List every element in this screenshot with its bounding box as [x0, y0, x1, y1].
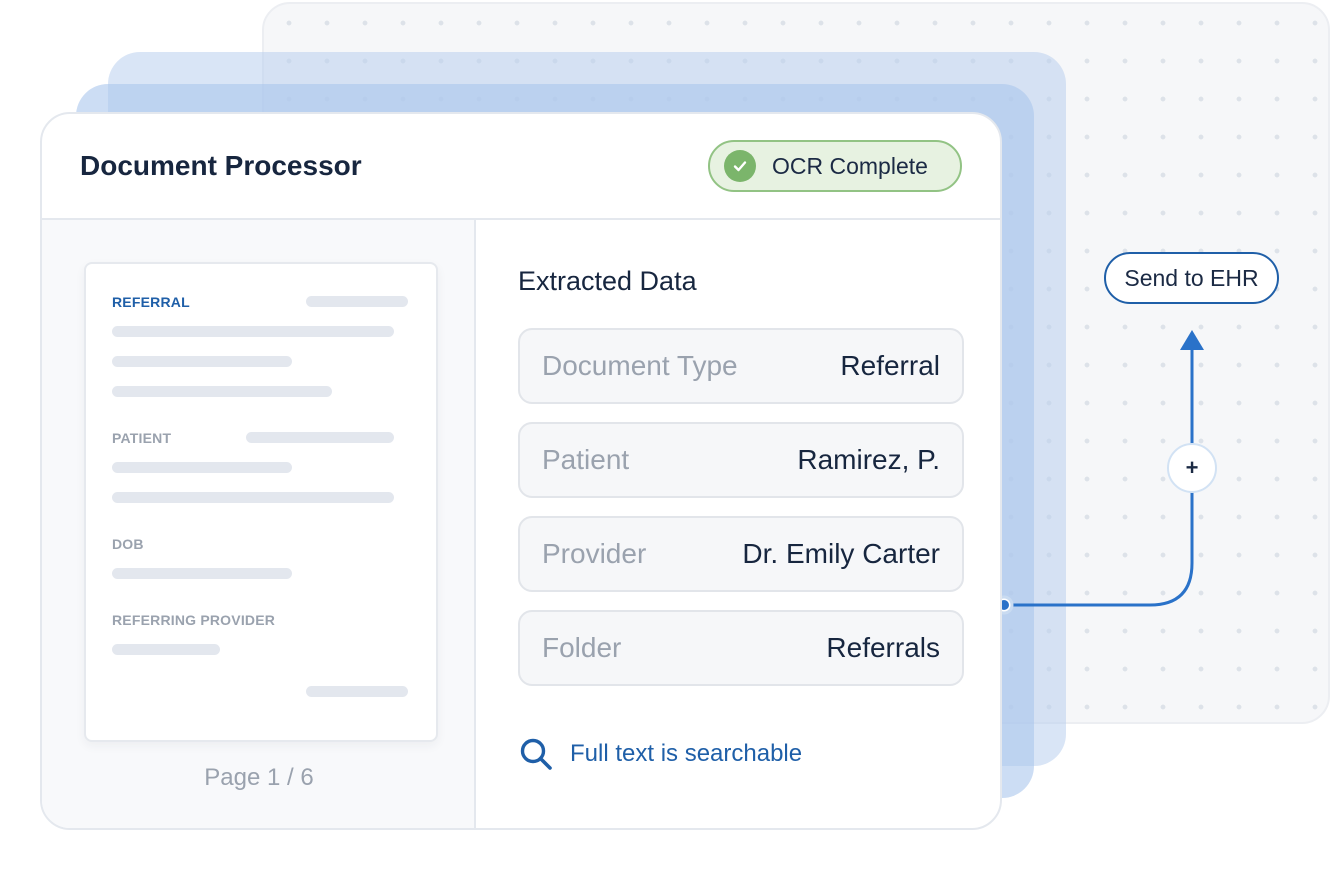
field-value: Ramirez, P.	[797, 444, 940, 475]
card-header: Document Processor OCR Complete	[42, 114, 1000, 220]
doc-section-patient: PATIENT	[112, 430, 172, 446]
document-preview-pane: REFERRAL PATIENT DOB REFERRING PROVIDER …	[42, 220, 476, 828]
check-circle-icon	[724, 150, 756, 182]
field-document-type[interactable]: Document Type Referral	[518, 328, 964, 404]
plus-icon: +	[1185, 455, 1199, 480]
text-placeholder-line	[112, 386, 332, 397]
field-value: Referrals	[826, 632, 940, 663]
extracted-data-title: Extracted Data	[518, 266, 697, 296]
add-step-button[interactable]: +	[1167, 443, 1217, 493]
field-label: Provider	[542, 538, 647, 569]
text-placeholder-line	[112, 568, 292, 579]
field-provider[interactable]: Provider Dr. Emily Carter	[518, 516, 964, 592]
full-text-search-link[interactable]: Full text is searchable	[518, 736, 802, 772]
text-placeholder-line	[112, 462, 292, 473]
field-label: Folder	[542, 632, 622, 663]
document-thumbnail[interactable]: REFERRAL PATIENT DOB REFERRING PROVIDER	[84, 262, 438, 742]
document-processor-card: Document Processor OCR Complete REFERRAL…	[40, 112, 1002, 830]
status-badge: OCR Complete	[708, 140, 962, 192]
doc-section-dob: DOB	[112, 536, 144, 552]
status-text: OCR Complete	[772, 152, 928, 179]
text-placeholder-line	[112, 644, 220, 655]
field-label: Document Type	[542, 350, 738, 381]
text-placeholder-line	[246, 432, 394, 443]
doc-section-referral: REFERRAL	[112, 294, 190, 310]
field-patient[interactable]: Patient Ramirez, P.	[518, 422, 964, 498]
field-value: Dr. Emily Carter	[742, 538, 940, 569]
send-to-ehr-button[interactable]: Send to EHR	[1104, 252, 1279, 304]
page-indicator: Page 1 / 6	[204, 764, 314, 791]
extracted-data-pane: Extracted Data Document Type Referral Pa…	[478, 220, 1000, 828]
search-note-text: Full text is searchable	[570, 740, 803, 767]
text-placeholder-line	[112, 492, 394, 503]
field-value: Referral	[840, 350, 940, 381]
text-placeholder-line	[112, 356, 292, 367]
search-icon	[520, 738, 552, 770]
doc-section-referring-provider: REFERRING PROVIDER	[112, 612, 276, 628]
text-placeholder-line	[306, 686, 408, 697]
text-placeholder-line	[112, 326, 394, 337]
field-label: Patient	[542, 444, 630, 475]
page-title: Document Processor	[80, 150, 362, 181]
field-folder[interactable]: Folder Referrals	[518, 610, 964, 686]
text-placeholder-line	[306, 296, 408, 307]
